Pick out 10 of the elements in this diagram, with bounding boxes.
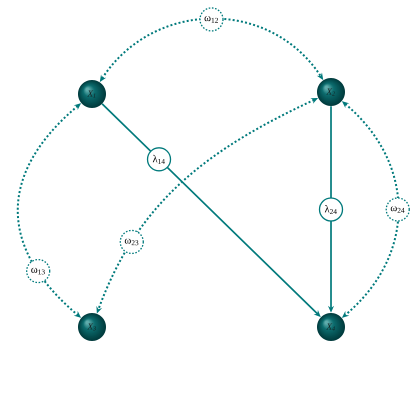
edge-label: ω$_{13}$ — [26, 258, 50, 284]
variable-label: X$_{3}$ — [87, 324, 96, 330]
variable-label: X$_{1}$ — [87, 90, 96, 98]
edge-label: λ$_{24}$ — [318, 197, 344, 222]
edge-label: ω$_{24}$ — [386, 197, 410, 222]
edge-label: λ$_{14}$ — [146, 147, 172, 172]
variable-label: X$_{2}$ — [326, 88, 335, 96]
edge-label: ω$_{23}$ — [120, 230, 144, 254]
variable-label: X$_{4}$ — [326, 324, 335, 330]
edge-label: ω$_{12}$ — [199, 7, 224, 32]
